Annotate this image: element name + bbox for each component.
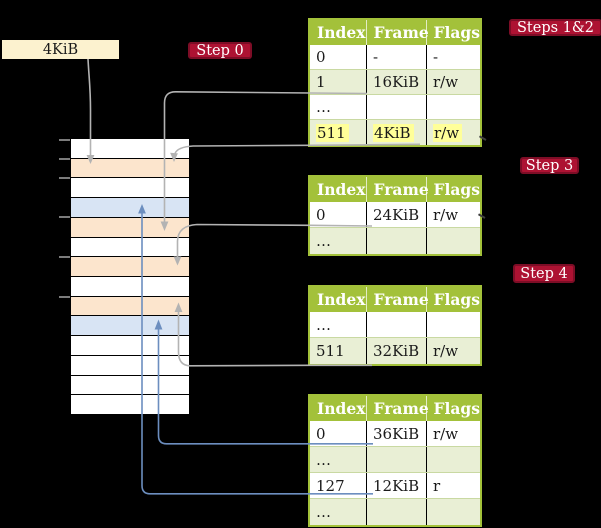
pt1-row-ellipsis: … — [310, 95, 480, 120]
cell: 1 — [316, 73, 326, 91]
memory-row-13 — [71, 375, 189, 396]
memory-address-tick — [59, 296, 70, 298]
page-table-2-header: Index Frame Flags — [310, 177, 480, 202]
pt4-row-ellipsis-1: … — [310, 447, 480, 473]
memory-row-9 — [71, 296, 189, 317]
memory-column — [70, 138, 190, 415]
column-header-frame: Frame — [367, 287, 429, 312]
memory-row-14 — [71, 395, 189, 415]
cell: r — [433, 476, 441, 495]
cell: 0 — [316, 48, 326, 66]
page-table-4: Index Frame Flags 0 36KiB r/w … 127 12Ki… — [308, 394, 482, 527]
column-header-frame: Frame — [367, 20, 429, 45]
frame-label-box: 4KiB — [2, 40, 119, 59]
memory-row-2 — [71, 158, 189, 179]
column-header-index: Index — [310, 287, 367, 312]
badge-step-4: Step 4 — [513, 264, 575, 283]
cell: … — [316, 315, 331, 334]
memory-row-6 — [71, 237, 189, 258]
badge-step-4-label: Step 4 — [520, 265, 568, 282]
memory-row-12 — [71, 355, 189, 376]
cell: 32KiB — [373, 342, 420, 360]
page-table-2: Index Frame Flags 0 24KiB r/w … — [308, 175, 482, 256]
cell: 0 — [316, 424, 326, 443]
cell: … — [316, 98, 331, 116]
memory-row-7 — [71, 257, 189, 278]
cell: 12KiB — [373, 476, 420, 495]
memory-row-8 — [71, 277, 189, 297]
column-header-index: Index — [310, 396, 367, 421]
column-header-flags: Flags — [433, 290, 481, 309]
cell: r/w — [433, 73, 459, 91]
cell: r/w — [433, 424, 459, 443]
page-table-3-header: Index Frame Flags — [310, 287, 480, 312]
cell: - — [433, 48, 439, 66]
badge-step-0-label: Step 0 — [196, 42, 244, 59]
column-header-flags: Flags — [433, 23, 481, 42]
column-header-flags: Flags — [433, 399, 481, 418]
memory-address-tick — [59, 216, 70, 218]
badge-step-0: Step 0 — [188, 42, 252, 59]
page-table-4-header: Index Frame Flags — [310, 396, 480, 421]
cell: … — [316, 450, 331, 469]
cell: 24KiB — [373, 205, 420, 224]
pt4-row-ellipsis-2: … — [310, 499, 480, 525]
memory-row-3 — [71, 178, 189, 199]
badge-steps-1-2: Steps 1&2 — [509, 19, 601, 36]
column-header-index: Index — [310, 177, 367, 202]
cell: - — [373, 48, 379, 66]
cell: … — [316, 232, 331, 250]
pt3-row-ellipsis: … — [310, 312, 480, 338]
column-header-flags: Flags — [433, 180, 481, 199]
cell: 36KiB — [373, 424, 420, 443]
cell: … — [316, 503, 331, 521]
memory-address-tick — [59, 158, 70, 160]
pt1-row-1: 1 16KiB r/w — [310, 70, 480, 95]
page-table-3: Index Frame Flags … 511 32KiB r/w — [308, 285, 482, 366]
pt2-row-ellipsis: … — [310, 228, 480, 254]
memory-row-5 — [71, 217, 189, 238]
memory-row-11 — [71, 336, 189, 356]
page-table-1: Index Frame Flags 0 - - 1 16KiB r/w … 51… — [308, 18, 482, 147]
column-header-frame: Frame — [367, 396, 429, 421]
column-header-frame: Frame — [367, 177, 429, 202]
memory-address-tick — [59, 256, 70, 258]
column-header-index: Index — [310, 20, 367, 45]
pt1-row-0: 0 - - — [310, 45, 480, 70]
cell: 16KiB — [373, 73, 420, 91]
pt1-row-511-highlighted: 511 4KiB r/w — [310, 120, 480, 145]
cell: 511 — [316, 342, 345, 360]
cell-highlighted: 4KiB — [373, 123, 414, 142]
frame-label: 4KiB — [42, 41, 79, 58]
pt4-row-127: 127 12KiB r — [310, 473, 480, 499]
badge-steps-1-2-label: Steps 1&2 — [516, 19, 595, 36]
pt2-row-0: 0 24KiB r/w — [310, 202, 480, 228]
cell: 127 — [316, 476, 345, 495]
badge-step-3: Step 3 — [520, 157, 579, 174]
pt3-row-511: 511 32KiB r/w — [310, 338, 480, 364]
pt4-row-0: 0 36KiB r/w — [310, 421, 480, 447]
cell-highlighted: r/w — [433, 123, 463, 142]
page-table-1-header: Index Frame Flags — [310, 20, 480, 45]
cell: r/w — [433, 205, 459, 224]
memory-row-10 — [71, 316, 189, 337]
cell: r/w — [433, 342, 459, 360]
memory-row-1 — [71, 139, 189, 159]
memory-row-4 — [71, 198, 189, 218]
cell: 0 — [316, 205, 326, 224]
memory-address-tick — [59, 177, 70, 179]
cell-highlighted: 511 — [316, 123, 349, 142]
memory-address-tick — [59, 139, 70, 141]
badge-step-3-label: Step 3 — [525, 157, 574, 174]
